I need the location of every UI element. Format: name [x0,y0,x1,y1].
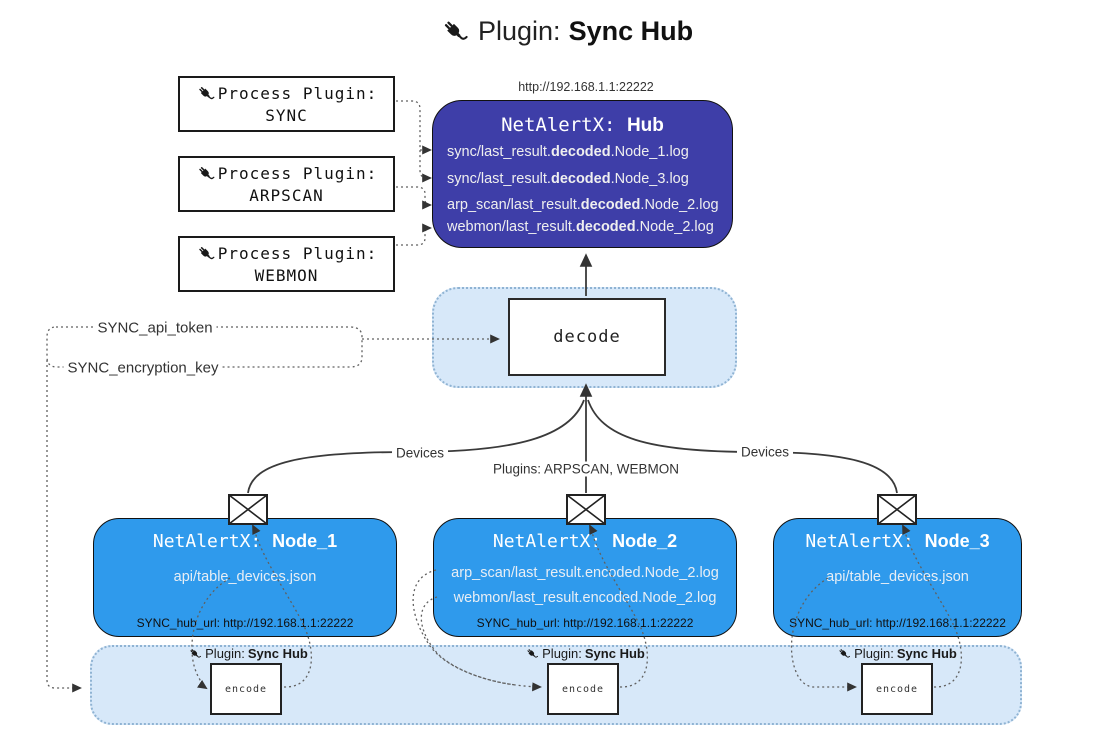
encode-box: encode [861,663,933,715]
diagram-title-name: Sync Hub [568,16,694,46]
plug-icon [525,647,539,661]
edge-label-plugins: Plugins: ARPSCAN, WEBMON [488,461,684,477]
process-plugin-label: Process Plugin: [217,84,378,103]
edge-settings-to-encode-zone [46,360,82,693]
encode-plugin-label: Plugin: Sync Hub [188,646,308,661]
sync-api-token-label: SYNC_api_token [93,319,217,337]
node-hub-url: SYNC_hub_url: http://192.168.1.1:22222 [476,616,694,630]
process-plugin-box-sync: Process Plugin: SYNC [178,76,395,132]
node-box-node1: NetAlertX: Node_1 api/table_devices.json… [93,518,397,637]
process-plugin-name: ARPSCAN [249,185,324,205]
hub-file-row: arp_scan/last_result.decoded.Node_2.log [447,197,719,213]
plug-icon [440,17,470,47]
node-file: webmon/last_result.encoded.Node_2.log [453,590,717,606]
hub-title-name: Hub [626,115,664,136]
plug-icon [837,647,851,661]
encode-plugin-label: Plugin: Sync Hub [525,646,645,661]
edge-label-devices-right: Devices [736,444,794,460]
node-hub-url: SYNC_hub_url: http://192.168.1.1:22222 [136,616,354,630]
encode-box: encode [210,663,282,715]
envelope-icon-node1 [228,494,268,525]
hub-file-row: sync/last_result.decoded.Node_3.log [447,171,689,187]
node-title: NetAlertX: Node_2 [492,531,678,552]
node-title: NetAlertX: Node_1 [152,531,338,552]
node-file: api/table_devices.json [173,569,317,585]
process-plugin-box-arpscan: Process Plugin: ARPSCAN [178,156,395,212]
encode-box: encode [547,663,619,715]
encode-plugin-label: Plugin: Sync Hub [837,646,957,661]
process-plugin-box-webmon: Process Plugin: WEBMON [178,236,395,292]
hub-box: NetAlertX: Hub sync/last_result.decoded.… [432,100,733,248]
node-title: NetAlertX: Node_3 [805,531,990,552]
process-plugin-name: WEBMON [254,265,319,285]
envelope-icon-node3 [877,494,917,525]
envelope-icon-node2 [566,494,606,525]
hub-title: NetAlertX: Hub [433,114,732,137]
edge-arpscan-to-hub [396,186,432,210]
node-hub-url: SYNC_hub_url: http://192.168.1.1:22222 [789,616,1006,630]
node-box-node3: NetAlertX: Node_3 api/table_devices.json… [773,518,1022,637]
edge-sync-to-hub-line2 [396,100,432,183]
decode-label: decode [553,327,621,347]
process-plugin-label: Process Plugin: [217,244,378,263]
decode-box: decode [508,298,666,376]
hub-file-row: webmon/last_result.decoded.Node_2.log [447,219,714,235]
plug-icon [188,647,202,661]
plug-icon [196,84,216,104]
edge-webmon-to-hub [396,223,432,246]
edge-label-devices-left: Devices [391,445,449,461]
process-plugin-name: SYNC [265,105,308,125]
hub-url-label: http://192.168.1.1:22222 [518,80,654,94]
hub-title-prefix: NetAlertX: [501,114,616,136]
plug-icon [196,164,216,184]
plug-icon [196,244,216,264]
node-box-node2: NetAlertX: Node_2 arp_scan/last_result.e… [433,518,737,637]
process-plugin-label: Process Plugin: [217,164,378,183]
node-file: api/table_devices.json [826,569,969,585]
node-file: arp_scan/last_result.encoded.Node_2.log [451,565,719,581]
sync-encryption-key-label: SYNC_encryption_key [63,359,223,377]
diagram-title: Plugin: Sync Hub [440,16,693,47]
diagram-title-prefix: Plugin: [478,16,561,46]
hub-file-row: sync/last_result.decoded.Node_1.log [447,144,689,160]
